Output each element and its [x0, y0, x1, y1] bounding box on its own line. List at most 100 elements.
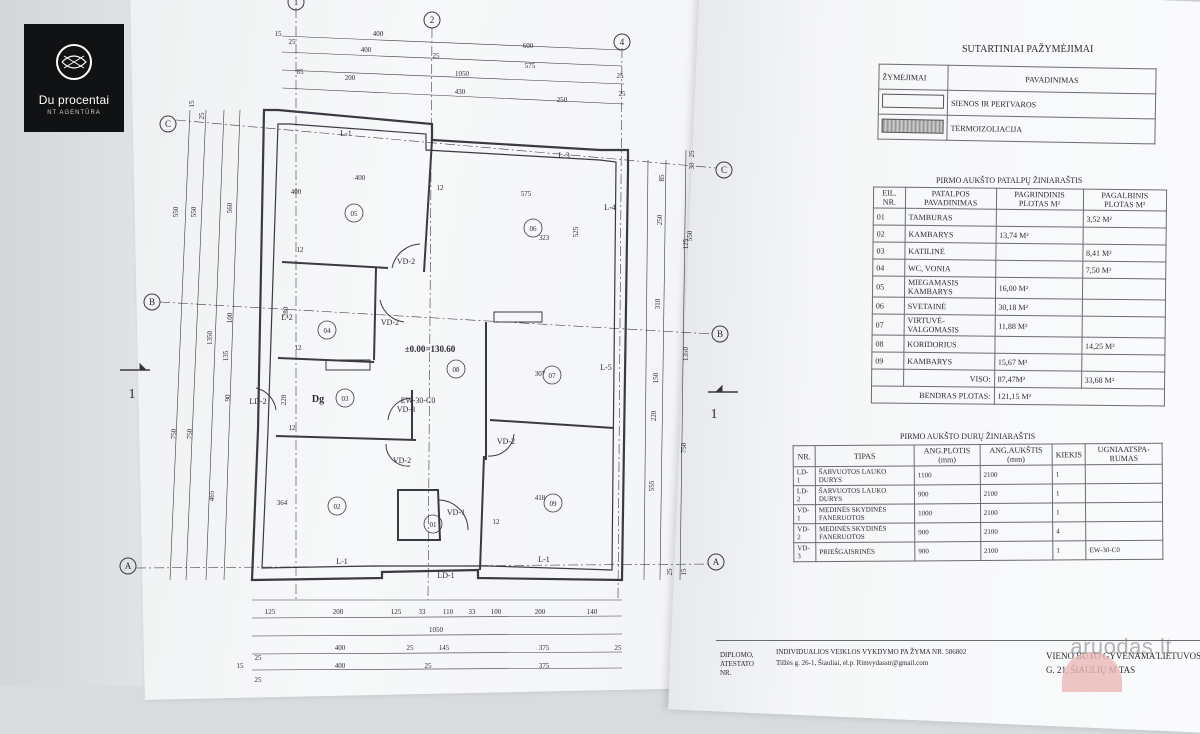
doors-cell: 900 [914, 522, 981, 542]
dim-text: 550 [190, 206, 198, 217]
doors-cell: 1 [1052, 502, 1086, 522]
legend-col-mark: ŽYMĖJIMAI [878, 64, 949, 91]
window-label: L-1 [340, 129, 352, 138]
door-label: VD-2 [497, 437, 515, 446]
dim-text: 375 [539, 662, 550, 670]
dim-text: 33 [688, 162, 696, 170]
title-block-author: INDIVIDUALIOS VEIKLOS VYKDYMO PA ŽYMA NR… [776, 647, 1036, 669]
dim-text: 550 [686, 230, 694, 241]
doors-cell: VD-2 [793, 523, 816, 543]
axis-label: C [165, 119, 171, 129]
dim-text: 430 [455, 88, 466, 96]
rooms-cell: WC, VONIA [904, 259, 996, 278]
doors-header: ANG.PLOTIS (mm) [914, 444, 980, 466]
rooms-cell: 16,00 M² [995, 277, 1083, 300]
dim-text: 25 [198, 112, 206, 120]
dim-text: 100 [491, 608, 502, 616]
window-label: L-1 [538, 555, 550, 564]
axis-bubble [119, 557, 137, 575]
axis-bubble [159, 115, 177, 133]
rooms-total-label: VISO: [903, 369, 995, 388]
doors-cell: VD-1 [793, 504, 816, 524]
rooms-cell: 01 [873, 207, 906, 226]
rooms-header: EIL. NR. [873, 186, 906, 209]
room-dim: 12 [493, 518, 501, 526]
dim-text: 25 [255, 654, 263, 662]
dim-text: 25 [688, 150, 696, 158]
dim-text: 135 [222, 350, 230, 361]
axis-label: B [717, 329, 723, 339]
rooms-cell: 11,88 M² [994, 315, 1082, 338]
title-block-address: Tilžės g. 26-1, Šiauliai, el.p. Rimvydas… [776, 659, 929, 667]
room-number: 02 [334, 503, 342, 511]
rooms-table-title: PIRMO AUKŠTO PATALPŲ ŽINIARAŠTIS [936, 176, 1083, 185]
dim-text: 280 [282, 306, 290, 317]
vestibule-walls [397, 489, 442, 541]
finger-in-photo [1062, 652, 1122, 692]
room-dim: 12 [295, 344, 303, 352]
room-dim: 400 [291, 188, 302, 196]
axis-label: C [721, 165, 727, 175]
doors-cell: 2100 [979, 464, 1053, 485]
doors-cell: 1100 [914, 465, 981, 485]
doors-cell: MEDINĖS SKYDINĖS FANERUOTOS [815, 522, 915, 543]
title-block-country: LIETUVOS [1157, 651, 1200, 661]
dim-text: 400 [335, 644, 346, 652]
door-label: VD-3 [397, 405, 415, 414]
doors-cell: PRIEŠGAISRINĖS [815, 541, 915, 562]
rooms-cell: SVETAINĖ [904, 297, 996, 316]
axis-bubble [715, 161, 733, 179]
door-label: LD-1 [437, 571, 454, 580]
doors-cell: 900 [914, 484, 981, 504]
title-block-diploma: DIPLOMO, ATESTATO NR. [720, 651, 754, 677]
door-swing [437, 499, 469, 531]
doors-cell: EW-30-C0 [1086, 540, 1163, 560]
axis-bubble [711, 325, 729, 343]
partition [489, 419, 615, 429]
section-mark-arrow [139, 362, 148, 371]
dim-text: 1050 [455, 70, 470, 78]
dim-text: 25 [289, 38, 297, 46]
dim-text: 25 [619, 90, 627, 98]
window-label: L-5 [600, 363, 612, 372]
legend-title: SUTARTINIAI PAŽYMĖJIMAI [962, 44, 1094, 55]
dim-text: 90 [224, 394, 232, 402]
dim-text: 1350 [206, 331, 214, 346]
axis-bubble [287, 0, 305, 11]
dim-text: 400 [335, 662, 346, 670]
dim-text: 550 [172, 206, 180, 217]
doors-cell [1085, 521, 1163, 541]
dim-text: 25 [615, 644, 623, 652]
rooms-cell: KAMBARYS [903, 352, 995, 371]
dim-text: 750 [680, 442, 688, 453]
doors-cell: 2100 [980, 502, 1053, 523]
dim-text: 125 [682, 238, 690, 249]
room-number: 07 [549, 372, 557, 380]
rooms-header: PAGALBINIS PLOTAS M² [1082, 189, 1167, 212]
room-dim: 12 [289, 424, 297, 432]
legend-swatch-insulation [877, 114, 948, 141]
dim-text: 200 [333, 608, 344, 616]
rooms-cell: 04 [872, 258, 905, 277]
dim-text: 25 [433, 52, 441, 60]
rooms-cell [1081, 316, 1166, 339]
axis-bubble [423, 11, 441, 29]
door-label: VD-2 [393, 456, 411, 465]
doors-cell: MEDINĖS SKYDINĖS FANERUOTOS [815, 503, 915, 524]
room-dim: 418 [535, 494, 546, 502]
rooms-cell: 3,52 M² [1082, 210, 1167, 229]
rooms-cell: 8,41 M² [1082, 244, 1167, 263]
dim-text: 250 [557, 96, 568, 104]
dim-text: 100 [226, 312, 234, 323]
dim-text: 25 [666, 568, 674, 576]
axis-label: A [713, 557, 720, 567]
dim-text: 125 [391, 608, 402, 616]
dim-text: 110 [443, 608, 454, 616]
doors-header: NR. [793, 445, 816, 467]
rooms-cell: 30,18 M² [994, 298, 1083, 317]
logo-subtitle: NT AGENTŪRA [47, 110, 101, 116]
window-label: L-2 [281, 313, 293, 322]
title-block-license: INDIVIDUALIOS VEIKLOS VYKDYMO PA ŽYMA NR… [776, 648, 967, 656]
dim-text: 525 [572, 226, 580, 237]
door-swing [385, 443, 411, 467]
